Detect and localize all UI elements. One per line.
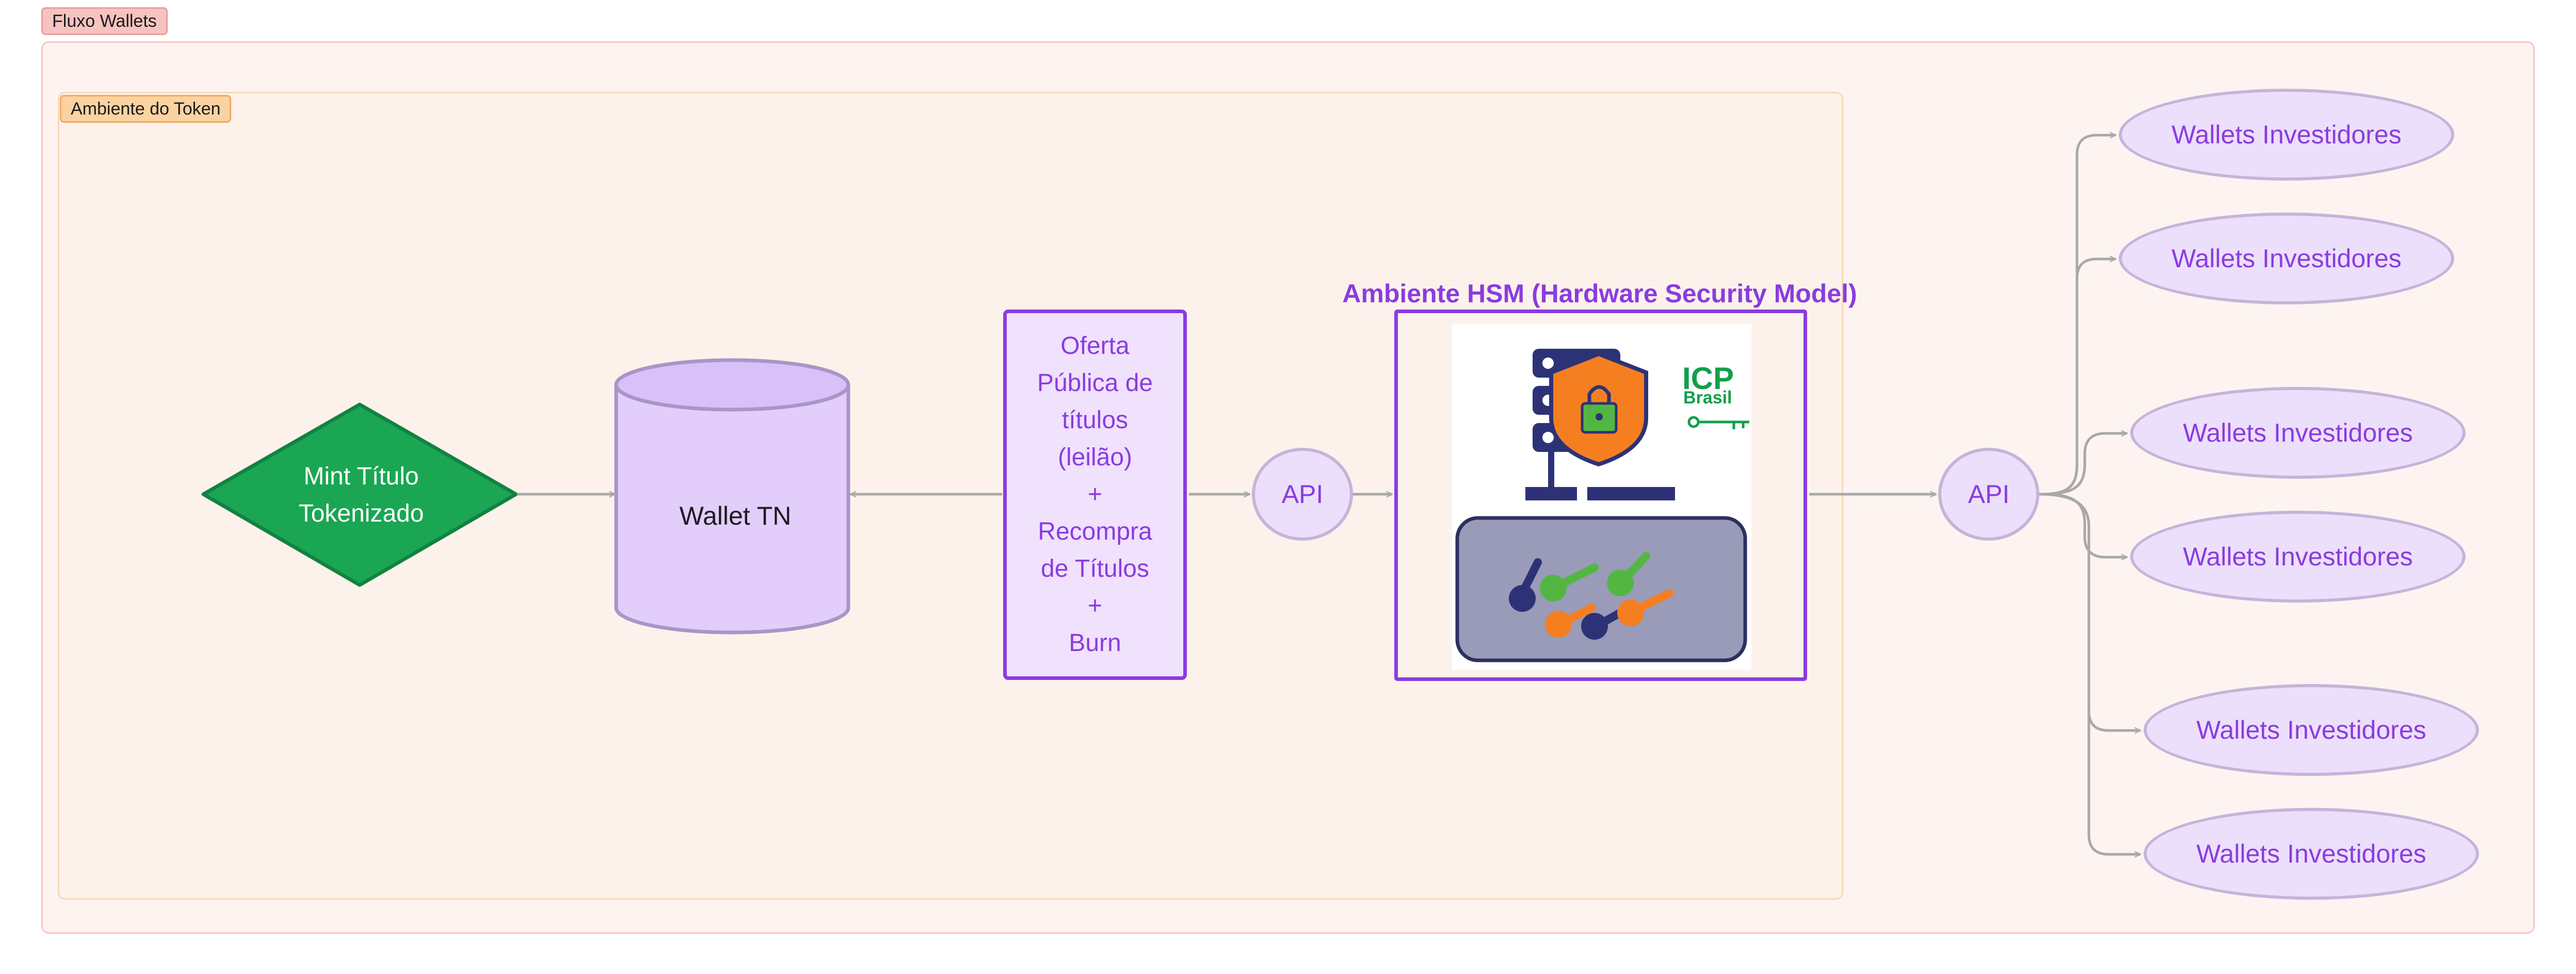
fluxo-wallets-label: Fluxo Wallets <box>41 7 168 35</box>
svg-text:ICP: ICP <box>1682 361 1734 396</box>
wallet-investidores-3[interactable]: Wallets Investidores <box>2130 387 2466 479</box>
wallet-investidores-6[interactable]: Wallets Investidores <box>2144 808 2479 900</box>
wallet-investidores-2[interactable]: Wallets Investidores <box>2119 213 2454 304</box>
wallet-investidores-4[interactable]: Wallets Investidores <box>2130 511 2466 603</box>
shield-lock-icon <box>1549 351 1648 467</box>
mint-diamond[interactable] <box>201 402 518 587</box>
mint-label: Mint Título Tokenizado <box>298 463 424 527</box>
wallet-investidores-1[interactable]: Wallets Investidores <box>2119 89 2454 181</box>
icp-brasil-logo: ICP Brasil <box>1682 361 1749 429</box>
edge-api-to-investor-3 <box>2039 433 2127 496</box>
wallet-tn-label: Wallet TN <box>679 501 792 530</box>
keys-icon <box>1455 516 1747 662</box>
api-node-right[interactable]: API <box>1938 448 2039 541</box>
edge-api-to-investor-6 <box>2039 493 2140 854</box>
oferta-process-box[interactable]: Oferta Pública de títulos (leilão) + Rec… <box>1003 310 1187 680</box>
wallet-tn-cylinder[interactable] <box>614 358 850 635</box>
api-node-left[interactable]: API <box>1252 448 1353 541</box>
ambiente-token-label: Ambiente do Token <box>60 95 232 123</box>
edge-api-to-investor-2 <box>2039 259 2116 496</box>
wallet-investidores-5[interactable]: Wallets Investidores <box>2144 684 2479 776</box>
edge-api-to-investor-4 <box>2039 493 2127 557</box>
hsm-illustration: ICP Brasil <box>1452 324 1751 670</box>
hsm-box[interactable] <box>1394 310 1807 681</box>
svg-text:Brasil: Brasil <box>1683 388 1732 408</box>
hsm-title: Ambiente HSM (Hardware Security Model) <box>1342 279 1857 308</box>
